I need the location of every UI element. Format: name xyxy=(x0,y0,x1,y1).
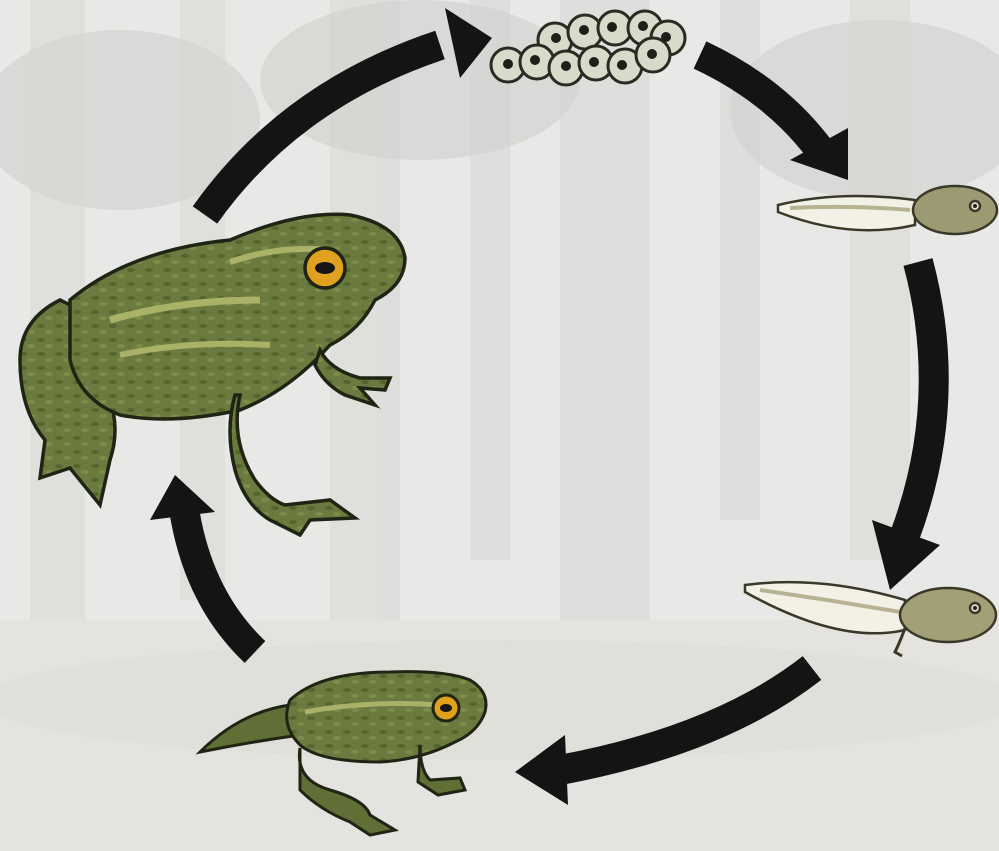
arrow-adult-to-spawn xyxy=(205,8,492,215)
arrow-tadpole-to-legs xyxy=(872,262,940,590)
adult-frog-icon xyxy=(20,214,405,535)
arrow-legs-to-froglet xyxy=(515,668,812,805)
tadpole-icon xyxy=(778,186,997,234)
tadpole-with-legs-icon xyxy=(745,582,996,656)
arrow-froglet-to-adult xyxy=(150,475,255,652)
froglet-icon xyxy=(200,672,486,835)
arrow-spawn-to-tadpole xyxy=(700,55,848,180)
frogspawn-eggs-icon xyxy=(491,11,685,85)
cycle-arrows xyxy=(150,8,940,805)
